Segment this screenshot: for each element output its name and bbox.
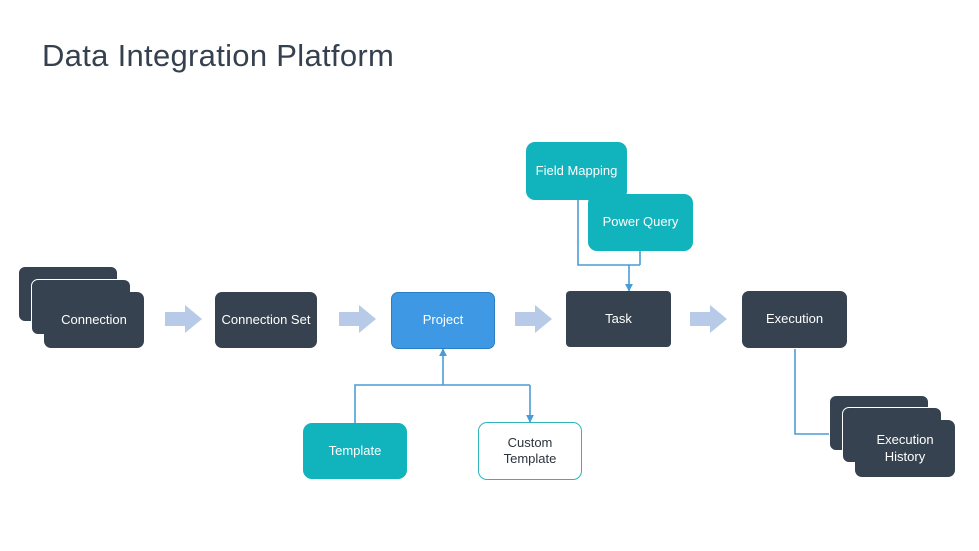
node-task-label: Task xyxy=(605,310,632,326)
page-title: Data Integration Platform xyxy=(42,38,395,73)
node-field-mapping[interactable]: Field Mapping xyxy=(526,142,627,200)
node-task[interactable]: Task xyxy=(566,291,671,347)
node-project[interactable]: Project xyxy=(391,292,495,349)
node-power-query-label: Power Query xyxy=(602,214,679,230)
node-template-label: Template xyxy=(328,442,382,458)
connector-template-bus xyxy=(354,384,530,424)
node-project-label: Project xyxy=(422,312,464,328)
node-field-mapping-label: Field Mapping xyxy=(535,162,618,178)
node-template[interactable]: Template xyxy=(303,423,407,479)
block-arrow-connection-to-connection-set xyxy=(165,303,203,335)
node-connection-set-label: Connection Set xyxy=(221,311,311,327)
block-arrow-project-to-task xyxy=(515,303,553,335)
block-arrow-connection-set-to-project xyxy=(339,303,377,335)
node-execution-history-label: Execution History xyxy=(876,432,934,464)
node-execution-history[interactable]: Execution History xyxy=(855,420,955,477)
node-execution-label: Execution xyxy=(765,311,824,327)
node-connection[interactable]: Connection xyxy=(44,292,144,348)
node-custom-template[interactable]: Custom Template xyxy=(478,422,582,480)
node-power-query[interactable]: Power Query xyxy=(588,194,693,251)
block-arrow-task-to-execution xyxy=(690,303,728,335)
node-custom-template-label: Custom Template xyxy=(503,434,557,466)
node-connection-set[interactable]: Connection Set xyxy=(215,292,317,348)
node-execution[interactable]: Execution xyxy=(742,291,847,348)
node-connection-label: Connection xyxy=(61,311,127,327)
connector-trunk-to-task xyxy=(618,264,640,291)
